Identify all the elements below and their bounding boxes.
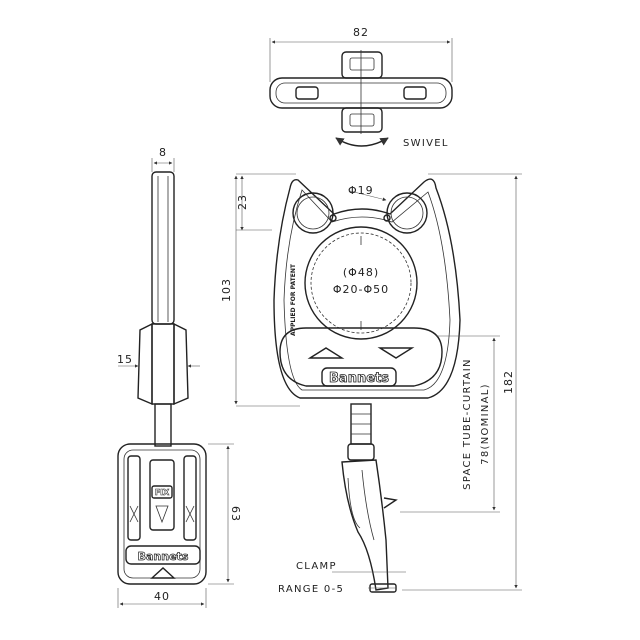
clamp-range-label: Φ20-Φ50	[333, 283, 389, 296]
hole-height-dimension: 23	[236, 194, 249, 210]
clip-height-dimension: 63	[229, 506, 242, 522]
side-thickness-dimension: 8	[159, 146, 167, 159]
fix-label: FIX	[155, 488, 170, 497]
clamp-label: CLAMP	[296, 561, 337, 572]
slide-arrow-icon	[150, 567, 176, 579]
front-brand: Bannets	[329, 371, 389, 386]
swivel-arrow-icon	[335, 137, 389, 147]
inner-diameter-label: (Φ48)	[343, 266, 379, 279]
range-label: RANGE 0-5	[278, 584, 344, 595]
clamp-jaw	[341, 459, 389, 591]
clip-body	[117, 443, 207, 585]
side-view: 8 15 FIX Bannets 63 40	[117, 146, 242, 608]
cat-head-body	[273, 178, 461, 399]
swivel-label: SWIVEL	[403, 138, 449, 149]
top-width-dimension: 82	[353, 26, 369, 39]
left-slide-arrow-icon	[307, 347, 345, 359]
clip-brand: Bannets	[138, 550, 189, 563]
patent-text: APPLIED FOR PATENT	[290, 263, 297, 336]
neck-width-dimension: 15	[117, 353, 133, 366]
nominal-label: 78(NOMINAL)	[480, 383, 491, 465]
clip-width-dimension: 40	[154, 590, 170, 603]
top-view: 82 SWIVEL	[269, 26, 453, 149]
body-height-dimension: 103	[220, 278, 233, 302]
overall-height-dimension: 182	[502, 370, 515, 394]
front-view: Φ19 (Φ48) Φ20-Φ50 APPLIED FOR PATENT Ban…	[220, 173, 522, 595]
right-slide-arrow-icon	[377, 347, 415, 359]
hole-diameter-dimension: Φ19	[348, 184, 374, 197]
space-tube-label: SPACE TUBE-CURTAIN	[462, 358, 473, 490]
